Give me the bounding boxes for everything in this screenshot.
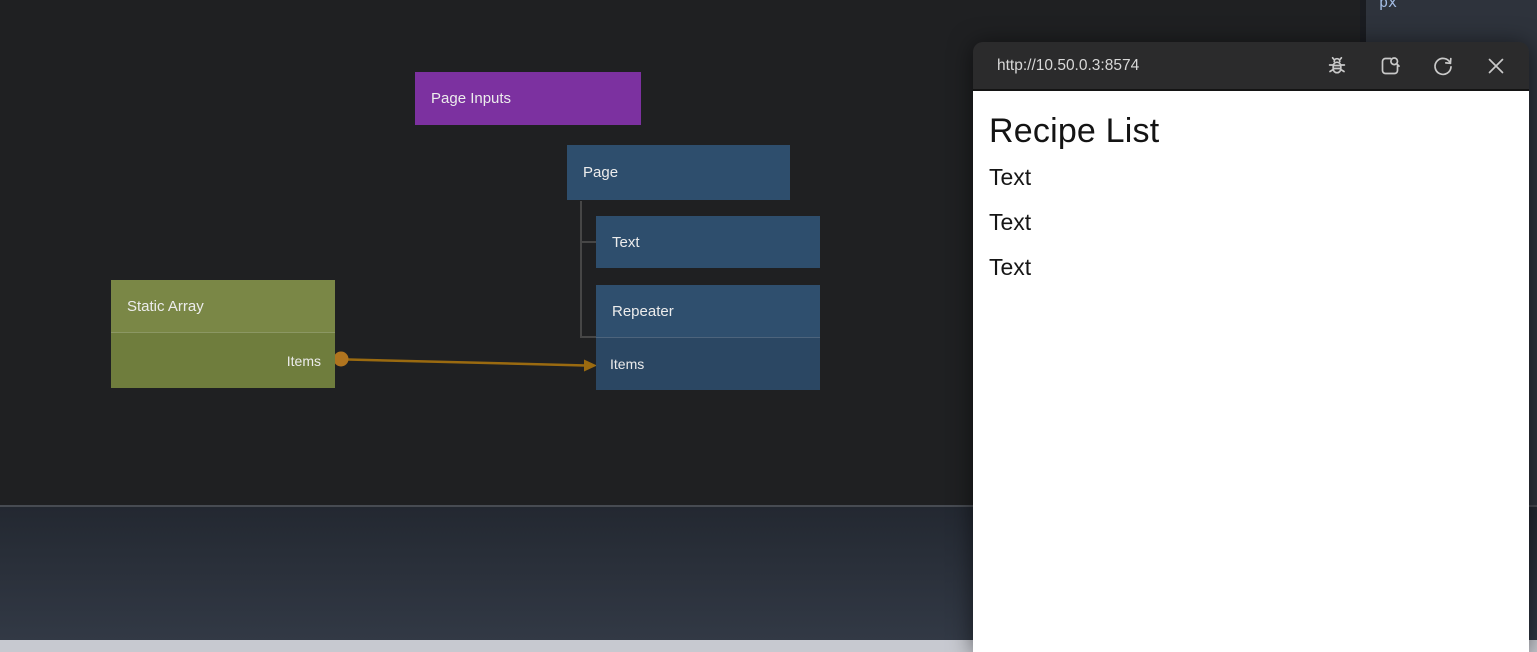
open-preview-icon <box>1381 56 1400 74</box>
debug-icon <box>1328 56 1346 74</box>
node-repeater-label: Repeater <box>612 302 674 320</box>
node-page-label: Page <box>583 164 619 181</box>
preview-page-content: Recipe List Text Text Text <box>973 91 1529 652</box>
preview-window: http://10.50.0.3:8574 <box>973 42 1529 652</box>
close-icon <box>1488 58 1504 73</box>
node-static-array[interactable]: Static Array Items <box>111 280 335 388</box>
static-array-items-label: Items <box>286 352 321 369</box>
tree-connector-to-text <box>580 241 596 243</box>
static-array-items-output[interactable]: Items <box>111 332 335 388</box>
edge-arrowhead <box>584 359 597 372</box>
repeater-items-label: Items <box>610 356 645 372</box>
preview-page-heading: Recipe List <box>989 112 1160 150</box>
node-page[interactable]: Page <box>567 145 790 200</box>
edge-layer <box>333 351 597 372</box>
refresh-button[interactable] <box>1430 53 1456 79</box>
open-preview-button[interactable] <box>1377 53 1403 79</box>
node-text-label: Text <box>612 233 640 251</box>
preview-text-item: Text <box>989 254 1032 280</box>
tree-connector-vertical <box>580 201 582 338</box>
preview-text-item: Text <box>989 164 1032 190</box>
static-array-items-port[interactable] <box>333 351 349 367</box>
node-page-inputs[interactable]: Page Inputs <box>415 72 641 125</box>
debug-button[interactable] <box>1324 53 1350 79</box>
preview-header: http://10.50.0.3:8574 <box>973 42 1529 91</box>
edge-items-connection[interactable] <box>347 358 587 367</box>
refresh-icon <box>1434 57 1452 75</box>
node-text[interactable]: Text <box>596 216 820 268</box>
close-preview-button[interactable] <box>1483 53 1509 79</box>
preview-text-item: Text <box>989 209 1032 235</box>
repeater-items-input[interactable]: Items <box>596 337 820 390</box>
node-static-array-label: Static Array <box>127 297 204 315</box>
node-page-inputs-label: Page Inputs <box>431 90 512 107</box>
tree-connector-to-repeater <box>580 336 596 338</box>
node-repeater[interactable]: Repeater Items <box>596 285 820 390</box>
preview-url[interactable]: http://10.50.0.3:8574 <box>997 56 1140 74</box>
panel-code-value[interactable]: px <box>1379 0 1398 11</box>
